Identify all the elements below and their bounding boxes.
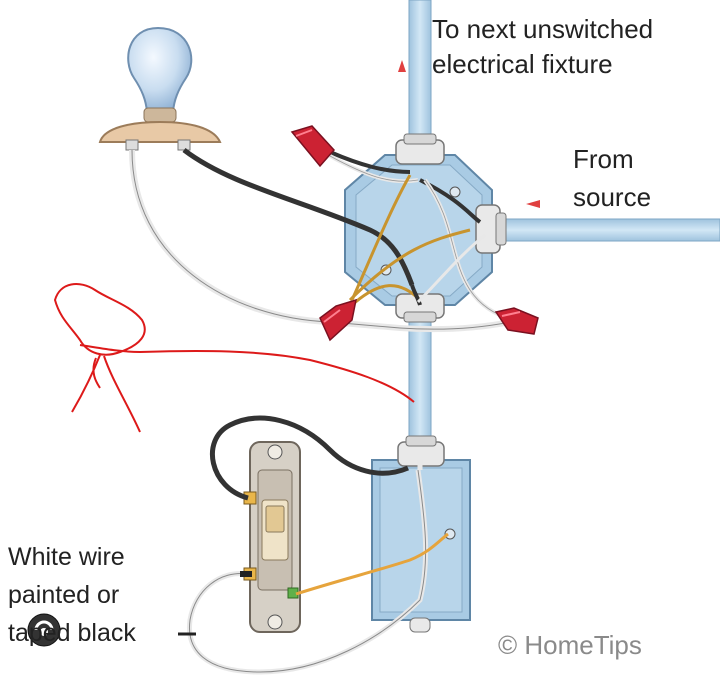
- switch-ground-wire: [295, 532, 449, 596]
- label-line: To next unswitched: [432, 14, 654, 44]
- label-white-wire: White wire painted or taped black: [8, 538, 136, 652]
- label-next-fixture: To next unswitched electrical fixture: [432, 12, 653, 82]
- red-annotation-scribble: [53, 283, 415, 433]
- wire-nut-icon: [494, 307, 539, 335]
- arrow-up-icon: [398, 60, 406, 72]
- light-bulb-icon: [98, 26, 222, 151]
- label-line: source: [573, 182, 652, 212]
- label-line: taped black: [8, 619, 136, 647]
- junction-wires: [329, 150, 511, 320]
- conduit-right: [499, 218, 720, 242]
- switch-hot-wire: [209, 415, 409, 501]
- wire-nut-icon: [319, 298, 357, 342]
- fixture-hot-wire: [182, 148, 415, 286]
- conduit-top: [408, 0, 432, 151]
- google-lens-badge-icon: [27, 613, 61, 647]
- arrow-left-icon: [526, 200, 540, 208]
- label-line: electrical fixture: [432, 49, 613, 79]
- label-from-source: From source: [573, 140, 651, 216]
- label-line: From: [573, 144, 634, 174]
- label-line: White wire: [8, 543, 125, 571]
- wire-nut-icon: [290, 125, 336, 168]
- label-line: painted or: [8, 581, 120, 609]
- toggle-switch-icon: [243, 441, 301, 633]
- credit-watermark: © HomeTips: [498, 630, 642, 660]
